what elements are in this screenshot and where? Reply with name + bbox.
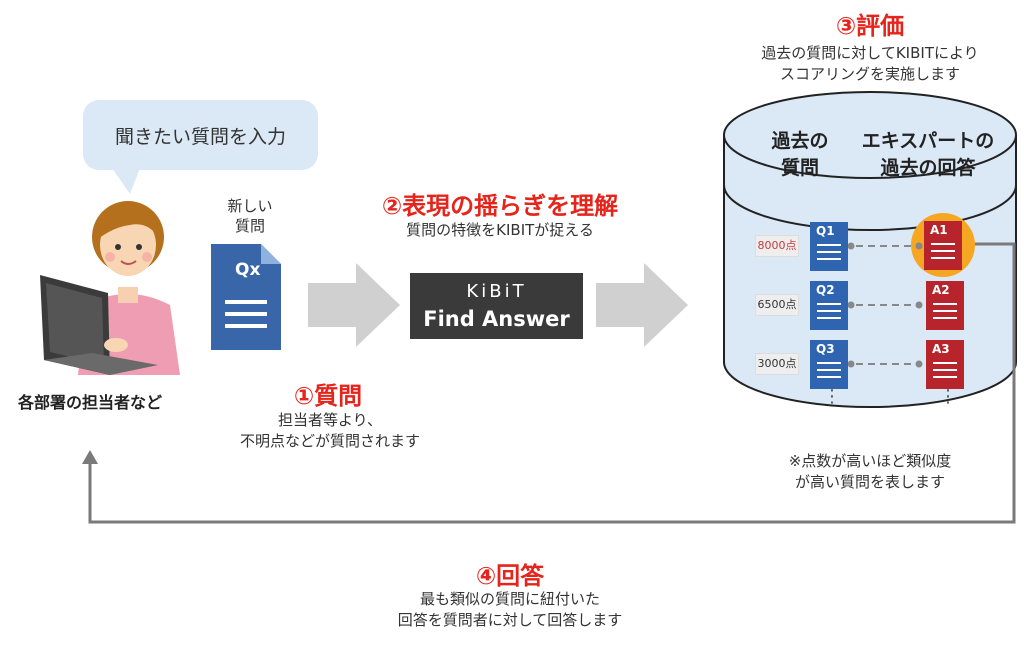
score-badge: 6500点 [755,294,799,316]
past-question-doc-icon: Q1 [810,222,848,271]
step4-desc-line2: 回答を質問者に対して回答します [397,611,623,629]
past-answer-doc-label: A2 [932,283,950,297]
past-question-doc-icon: Q3 [810,340,848,389]
db-header-expert-answers: エキスパートの 過去の回答 [848,128,1008,182]
step1-title: ①質問 [293,382,363,410]
user-label: 各部署の担当者など [18,393,163,412]
past-question-doc-label: Q2 [816,283,835,297]
row-connector [847,360,923,368]
past-question-doc-label: Q1 [816,224,835,238]
speech-bubble-text: 聞きたい質問を入力 [114,126,286,148]
db-header-left-line1: 過去の [771,130,829,152]
score-badge: 8000点 [755,235,799,257]
ellipsis-questions: ⋮ [823,386,841,407]
new-question-label: 新しい 質問 [210,196,290,236]
arrow-right-icon [596,263,688,347]
kibit-logo: KiBiT [466,281,527,302]
step2-desc: 質問の特徴をKIBITが捉える [406,221,594,239]
score-badge: 3000点 [755,353,799,375]
past-answer-doc-label: A1 [930,223,948,237]
kibit-find-answer-box [410,273,583,339]
row-connector [847,301,923,309]
row-connector [847,242,923,250]
db-header-right-line2: 過去の回答 [880,157,976,179]
new-question-doc-label: Qx [235,260,261,280]
speech-bubble [83,100,318,170]
step2-title: ②表現の揺らぎを理解 [381,192,619,220]
kibit-product-name: Find Answer [423,307,570,331]
past-answer-doc-label: A3 [932,342,950,356]
step3-title: ③評価 [835,12,905,40]
step1-desc-line2: 不明点などが質問されます [239,432,420,450]
past-question-doc-icon: Q2 [810,281,848,330]
step3-desc-line2: スコアリングを実施します [779,65,960,83]
past-answer-doc-icon: A2 [926,281,964,330]
note-line1: ※点数が高いほど類似度 [788,452,952,470]
new-question-label-line1: 新しい [227,197,273,215]
past-answer-doc-icon: A3 [926,340,964,389]
new-question-label-line2: 質問 [234,217,265,235]
step4-title: ④回答 [475,562,545,590]
db-header-right-line1: エキスパートの [861,130,995,152]
speech-bubble-tail [112,168,140,194]
step1-desc-line1: 担当者等より、 [277,411,383,429]
step3-desc-line1: 過去の質問に対してKIBITにより [761,44,979,62]
db-header-past-questions: 過去の 質問 [760,128,840,182]
step4-desc-line1: 最も類似の質問に紐付いた [419,590,600,608]
past-question-doc-label: Q3 [816,342,835,356]
new-question-doc-icon: Qx [211,244,281,350]
arrow-right-icon [308,263,400,347]
note-line2: が高い質問を表します [794,473,945,491]
person-laptop-icon [40,201,180,375]
database-cylinder-icon [723,91,1017,408]
ellipsis-answers: ⋮ [939,386,957,407]
db-header-left-line2: 質問 [780,157,819,179]
past-answer-doc-icon: A1 [924,221,962,270]
